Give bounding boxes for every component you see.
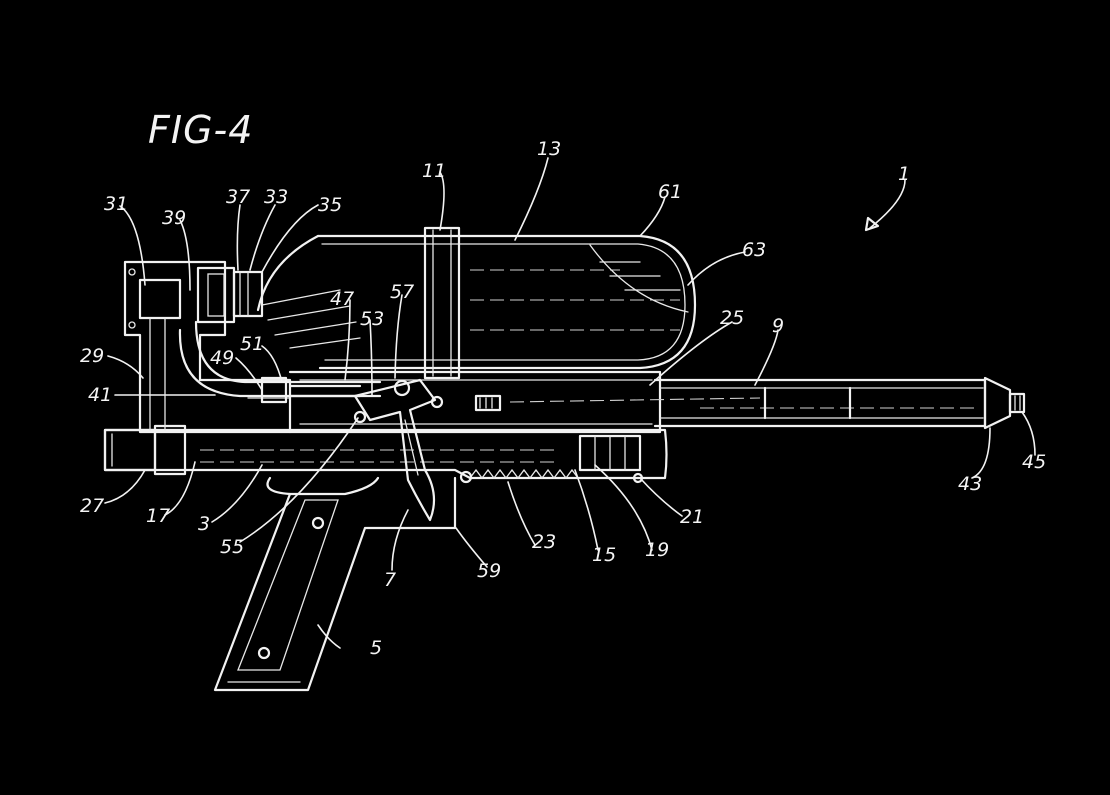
ref-label-47: 47 — [330, 288, 354, 310]
ref-label-17: 17 — [146, 505, 170, 527]
ref-label-59: 59 — [477, 560, 501, 582]
ref-label-19: 19 — [645, 539, 669, 561]
ref-label-5: 5 — [370, 637, 382, 659]
pump-cylinder — [103, 424, 668, 484]
ref-label-37: 37 — [226, 186, 250, 208]
barrel — [509, 376, 1026, 430]
trigger-assembly — [353, 378, 437, 522]
ref-label-57: 57 — [390, 281, 414, 303]
ref-label-27: 27 — [80, 495, 104, 517]
pistol-grip — [213, 476, 457, 692]
ref-label-63: 63 — [742, 239, 766, 261]
ref-label-43: 43 — [958, 473, 982, 495]
ref-label-7: 7 — [384, 569, 396, 591]
ref-label-9: 9 — [772, 315, 784, 337]
ref-label-41: 41 — [88, 384, 112, 406]
ref-label-49: 49 — [210, 347, 234, 369]
ref-label-39: 39 — [162, 207, 186, 229]
ref-label-29: 29 — [80, 345, 104, 367]
tank-strap — [423, 226, 461, 380]
assembly-arrow — [864, 179, 906, 232]
ref-label-13: 13 — [537, 138, 561, 160]
ref-label-11: 11 — [422, 160, 446, 182]
ref-label-55: 55 — [220, 536, 244, 558]
leader-lines — [104, 157, 1036, 649]
ref-label-23: 23 — [532, 531, 556, 553]
reference-numerals: 1 3 5 7 9 11 13 15 17 19 21 23 25 27 29 … — [80, 138, 1046, 659]
ref-label-25: 25 — [720, 307, 744, 329]
ref-label-33: 33 — [264, 186, 288, 208]
ref-label-15: 15 — [592, 544, 616, 566]
ref-label-31: 31 — [104, 193, 128, 215]
ref-label-35: 35 — [318, 194, 342, 216]
ref-label-3: 3 — [198, 513, 210, 535]
ref-label-61: 61 — [658, 181, 682, 203]
ref-label-51: 51 — [240, 333, 264, 355]
figure-title: FIG-4 — [148, 108, 253, 152]
ref-label-21: 21 — [680, 506, 704, 528]
ref-label-1: 1 — [898, 163, 910, 185]
water-reservoir — [256, 234, 697, 370]
ref-label-53: 53 — [360, 308, 384, 330]
ref-label-45: 45 — [1022, 451, 1046, 473]
hose-tubing — [178, 320, 382, 404]
